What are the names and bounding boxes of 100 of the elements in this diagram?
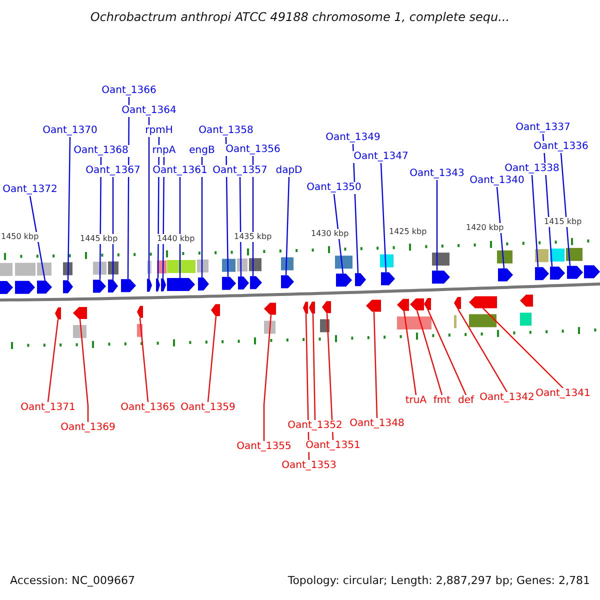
gene-feature bbox=[309, 302, 315, 314]
gene-label: rpmH bbox=[144, 125, 174, 137]
gene-label: Oant_1340 bbox=[468, 175, 526, 187]
gene-label: Oant_1361 bbox=[152, 165, 208, 177]
gene-feature bbox=[520, 294, 533, 307]
gene-label: Oant_1348 bbox=[348, 418, 406, 430]
leader-line bbox=[207, 316, 217, 402]
gene-label: Oant_1356 bbox=[224, 144, 282, 156]
leader-line bbox=[496, 186, 505, 268]
leader-line bbox=[148, 117, 150, 279]
gene-label: engB bbox=[188, 145, 216, 157]
gene-label: Oant_1355 bbox=[236, 441, 292, 453]
leader-line bbox=[427, 310, 467, 396]
leader-line bbox=[67, 137, 71, 280]
gene-label: Oant_1341 bbox=[534, 388, 592, 400]
gene-label: Oant_1371 bbox=[20, 402, 76, 414]
gene-feature bbox=[397, 298, 409, 311]
leader-line bbox=[326, 313, 334, 440]
gene-label: Oant_1347 bbox=[352, 151, 410, 163]
gene-label: Oant_1352 bbox=[286, 420, 344, 432]
scale-label: 1450 kbp bbox=[1, 232, 39, 242]
gene-label: Oant_1349 bbox=[324, 132, 382, 144]
leader-line bbox=[333, 194, 344, 274]
gene-feature bbox=[0, 280, 13, 294]
gene-feature bbox=[238, 276, 249, 290]
footer-text: Accession: NC_009667 bbox=[10, 574, 136, 587]
gene-feature bbox=[73, 307, 87, 320]
gene-label: Oant_1336 bbox=[532, 141, 590, 153]
gene-feature bbox=[121, 279, 136, 292]
leader-line bbox=[436, 180, 438, 271]
scale-label: 1440 kbp bbox=[157, 234, 195, 244]
gene-label: Oant_1365 bbox=[120, 402, 176, 414]
title: Ochrobactrum anthropi ATCC 49188 chromosome 1, complete sequ... bbox=[89, 10, 511, 24]
gene-label: Oant_1359 bbox=[180, 402, 236, 414]
gene-label: Oant_1364 bbox=[120, 105, 178, 117]
leader-line bbox=[416, 310, 443, 396]
gene-feature bbox=[469, 296, 497, 308]
leader-line bbox=[139, 318, 149, 402]
gene-feature bbox=[432, 270, 450, 284]
leader-line bbox=[29, 196, 46, 281]
gene-label: Oant_1338 bbox=[504, 163, 560, 175]
scale-label: 1430 kbp bbox=[311, 229, 349, 239]
leader-line bbox=[47, 319, 59, 402]
gene-feature bbox=[198, 277, 209, 290]
footer-text: Topology: circular; Length: 2,887,297 bp; Genes: 2,781 bbox=[288, 574, 590, 587]
gene-label: Oant_1350 bbox=[306, 182, 362, 194]
gene-feature bbox=[93, 280, 106, 293]
gene-label: Oant_1357 bbox=[212, 165, 268, 177]
scale-label: 1435 kbp bbox=[234, 232, 272, 242]
gene-feature bbox=[222, 276, 236, 290]
gene-label: Oant_1351 bbox=[304, 440, 362, 452]
gene-feature bbox=[37, 280, 52, 294]
leader-line bbox=[373, 312, 378, 418]
leader-line bbox=[457, 308, 508, 392]
gene-label: Oant_1370 bbox=[42, 125, 98, 137]
gene-label: Oant_1367 bbox=[84, 165, 142, 177]
gene-label: Oant_1369 bbox=[60, 422, 116, 434]
leader-line bbox=[482, 308, 564, 388]
gene-label: Oant_1337 bbox=[514, 122, 572, 134]
gene-feature bbox=[250, 276, 262, 290]
gene-label: Oant_1368 bbox=[72, 145, 130, 157]
gene-feature bbox=[498, 268, 513, 282]
gene-feature bbox=[535, 267, 549, 280]
gene-label: Oant_1366 bbox=[100, 85, 158, 97]
gene-feature bbox=[366, 300, 381, 312]
gene-label: Oant_1372 bbox=[2, 184, 58, 196]
gene-label: Oant_1342 bbox=[478, 392, 536, 404]
leader-line bbox=[560, 152, 571, 266]
gene-feature bbox=[567, 266, 583, 279]
gene-feature bbox=[55, 307, 61, 320]
gene-label: Oant_1353 bbox=[280, 460, 338, 472]
leader-line bbox=[403, 310, 417, 396]
scale-label: 1445 kbp bbox=[80, 234, 118, 244]
leader-line bbox=[112, 177, 114, 280]
scale-label: 1420 kbp bbox=[466, 223, 504, 233]
gene-feature bbox=[63, 280, 73, 294]
gene-feature bbox=[211, 304, 220, 316]
leader-line bbox=[285, 176, 290, 276]
gene-feature bbox=[108, 279, 118, 292]
leader-line bbox=[79, 318, 89, 422]
gene-feature bbox=[584, 265, 600, 278]
gene-feature bbox=[137, 306, 143, 318]
leader-line bbox=[179, 177, 181, 278]
gene-feature bbox=[15, 280, 35, 294]
gene-label: Oant_1343 bbox=[408, 168, 466, 180]
gene-feature bbox=[454, 297, 461, 310]
gene-feature bbox=[381, 272, 395, 286]
gene-feature bbox=[336, 274, 352, 287]
scale-label: 1415 kbp bbox=[544, 217, 582, 227]
gene-feature bbox=[156, 278, 160, 292]
leader-line bbox=[201, 157, 203, 278]
gene-feature bbox=[355, 273, 366, 286]
gene-feature bbox=[322, 301, 331, 314]
scale-label: 1425 kbp bbox=[389, 227, 427, 237]
leader-line bbox=[239, 177, 242, 276]
gene-feature bbox=[281, 275, 294, 288]
gene-label: rnpA bbox=[151, 145, 177, 157]
gene-label: Oant_1358 bbox=[198, 125, 254, 137]
leader-line bbox=[380, 162, 387, 272]
leader-line bbox=[312, 314, 316, 420]
